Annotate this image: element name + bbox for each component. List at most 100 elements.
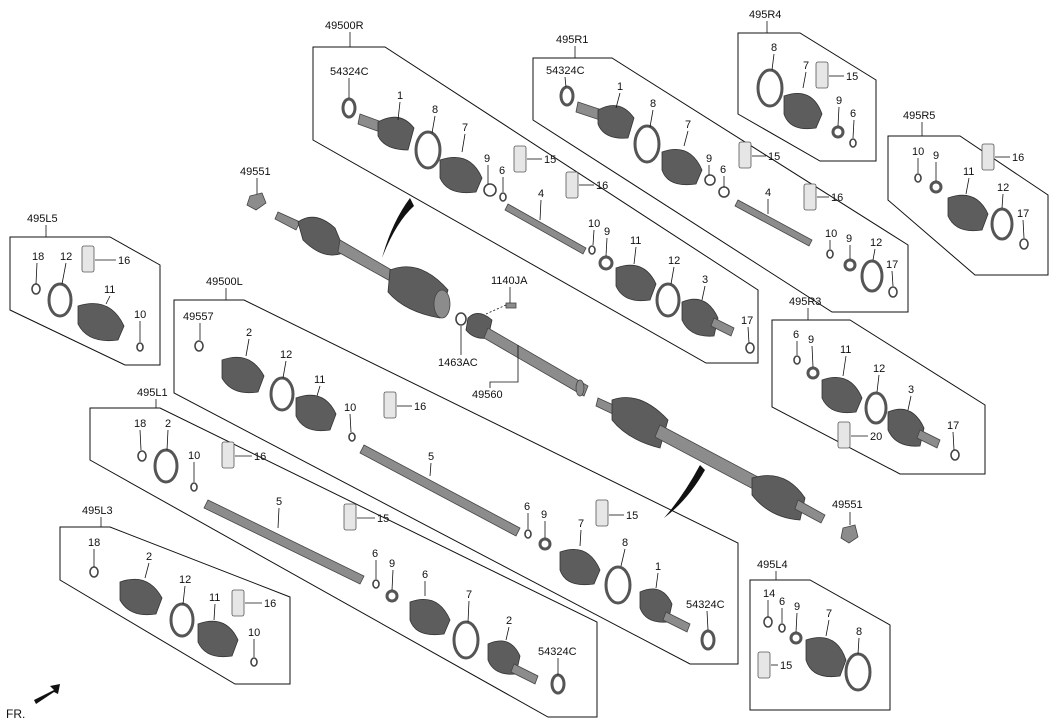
inner-joint-3-r3 [887,408,925,447]
boot-11-l [295,394,337,432]
callout-11: 11 [209,592,220,604]
ring-9-r5 [929,180,943,194]
snap-ring-49557 [194,340,204,352]
boot-11-r3 [821,376,863,414]
callout-9: 9 [706,153,712,165]
callout-10: 10 [344,402,356,414]
group-box-495L5 [9,236,161,366]
callout-6: 6 [524,501,530,513]
callout-9: 9 [604,226,610,238]
boot-11-r [615,264,657,302]
callout-7: 7 [803,60,809,72]
callout-16: 16 [414,401,426,413]
boot-7-r4 [783,92,823,130]
callout-7: 7 [462,122,468,134]
hub-nut-49551-bottom [840,524,859,544]
group-box-495R1 [532,57,909,313]
callout-54324C: 54324C [686,599,725,611]
callout-9: 9 [808,334,814,346]
ring-9-l4 [789,631,803,645]
grease-15-l4 [757,651,771,679]
hub-nut-49551-top [246,192,267,211]
grease-15-r1 [738,141,752,169]
callout-17: 17 [1017,208,1029,220]
snap-ring-18-l1 [137,450,147,462]
callout-17: 17 [886,259,898,271]
outer-cv-joint-1-r [357,113,415,151]
circlip-54324C-l1 [550,673,566,695]
callout-9: 9 [389,558,395,570]
front-direction-arrow [34,684,60,704]
callout-14: 14 [763,588,775,600]
callout-11: 11 [104,284,115,296]
pointer-wedge-lower [664,465,705,518]
boot-11-r5 [947,194,989,232]
grease-15-l [595,499,609,527]
ring-9-r3 [806,366,820,380]
callout-54324C: 54324C [546,65,585,77]
grease-15-r4 [815,61,829,89]
callout-6: 6 [499,165,505,177]
inner-joint-2-l3 [119,578,163,616]
boot-7-l4 [805,637,847,678]
callout-5: 5 [276,496,282,508]
callout-7: 7 [826,608,832,620]
callout-11: 11 [314,374,325,386]
label-49560: 49560 [472,389,503,401]
grease-16-r1 [803,183,817,211]
ring-9b-r [598,255,614,271]
callout-12: 12 [997,182,1009,194]
callout-9: 9 [484,153,490,165]
callout-9: 9 [541,509,547,521]
clamp-12-r5 [990,207,1014,241]
callout-8: 8 [856,626,862,638]
clamp-12-l [269,376,295,412]
stub-3-r [710,317,735,337]
clamp-12-l3 [169,602,195,638]
upper-drive-shaft-assembly [274,211,451,319]
ring-9-l [538,537,552,551]
boot-7-l [559,548,601,586]
callout-10: 10 [588,218,600,230]
intermediate-shaft-49560 [465,313,589,397]
ring-9-l1 [385,589,399,603]
callout-18: 18 [32,251,44,263]
ring-6-r3 [793,355,801,365]
stub-1-l [662,611,691,633]
bolt-1140JA [485,302,517,315]
label-495R1: 495R1 [556,34,588,46]
callout-10: 10 [188,450,200,462]
callout-54324C: 54324C [330,66,369,78]
callout-16: 16 [596,180,608,192]
grease-15-l1 [343,503,357,531]
front-label: FR. [6,707,25,721]
label-495L1: 495L1 [137,387,168,399]
ring-9-r4 [831,125,845,139]
group-box-495R4 [737,32,877,162]
callout-16: 16 [1012,152,1024,164]
ring-9b-r1 [843,258,857,272]
callout-8: 8 [771,42,777,54]
inner-cv-joint-3-r [681,298,719,337]
clamp-2-l1 [153,448,179,484]
snap-ring-17-r1 [888,286,898,298]
clamp-8-r4 [756,68,784,108]
callout-2: 2 [506,615,512,627]
callout-16: 16 [118,255,130,267]
callout-6: 6 [720,164,726,176]
callout-15: 15 [846,71,858,83]
lower-drive-shaft-assembly [595,397,826,524]
callout-6: 6 [850,108,856,120]
label-495L3: 495L3 [82,505,113,517]
snap-ring-17-r [745,342,755,354]
callout-12: 12 [280,349,292,361]
circlip-54324C-l [700,629,716,651]
callout-54324C: 54324C [538,646,577,658]
boot-clamp-8-r [414,130,442,170]
ring-6-r [499,192,507,202]
callout-12: 12 [668,255,680,267]
callout-6: 6 [422,569,428,581]
pointer-wedge-upper [382,198,414,258]
inner-joint-2-l [221,356,265,394]
callout-11: 11 [840,344,851,356]
